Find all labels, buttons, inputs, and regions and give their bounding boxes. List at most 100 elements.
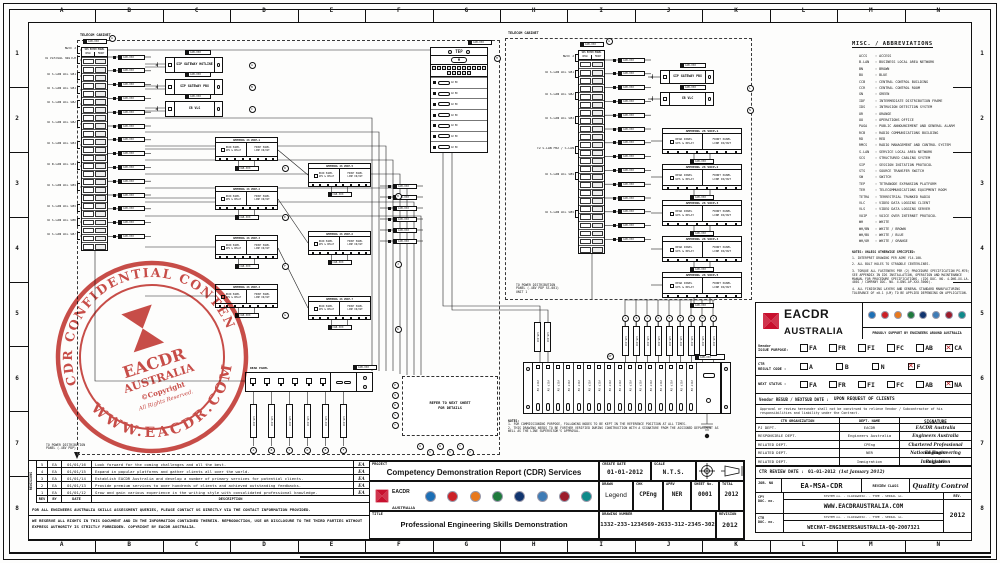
grid-letter: D	[262, 541, 266, 548]
checkbox-icon	[800, 344, 808, 352]
checkbox-icon	[858, 380, 866, 389]
bracket-icon	[575, 69, 578, 78]
partner-logo-icon	[868, 311, 877, 319]
wire-nub	[113, 234, 116, 238]
wire-ref-circle: E	[322, 446, 329, 454]
wire-ref-circle: L	[746, 84, 754, 92]
patch-port-row	[579, 92, 604, 100]
abbreviation-item: BN : BROWN	[859, 66, 890, 71]
wire-ref-circle: A	[605, 37, 613, 45]
partner-logos	[419, 490, 598, 502]
wire-destination-label: TO S-LAN ACC SW2	[46, 121, 76, 124]
cable-tag: CAB-XXX	[468, 40, 492, 45]
partner-logo-icon	[919, 311, 928, 319]
cable-tag: CAB-XXX	[327, 192, 352, 197]
grid-letter: N	[936, 541, 941, 548]
patch-port-row	[579, 60, 604, 68]
ctr-doc-value: WECHAT-ENGINEERSAUSTRALIA-QQ-2007321	[807, 525, 920, 531]
patch-port-row	[82, 65, 107, 73]
bracket-icon	[77, 99, 80, 108]
revision-row: 2 EA 01/01/13 Provide premium services t…	[37, 482, 369, 489]
grid-tick	[9, 151, 28, 153]
cable-tag: CAB-XXX	[118, 82, 145, 88]
rack-card: VOIP GW	[677, 363, 687, 413]
wire-nub	[388, 184, 391, 188]
grid-number: 2	[15, 115, 19, 123]
plug-connector-icon: ◄▎	[650, 73, 655, 79]
job-label: JOB. NO	[756, 479, 782, 492]
wire-ref-circle: H	[394, 192, 402, 200]
telecom-cabinet-boundary	[77, 40, 500, 455]
cable-tag: CAB-XXX	[622, 326, 629, 356]
abbreviations-title: MISC. / ABBREVIATIONS	[852, 41, 933, 48]
patch-port-row	[579, 220, 604, 229]
wire-destination-label: TO S-LAN ACC SW3	[544, 117, 574, 120]
patch-port-row	[82, 217, 107, 226]
patch-port-row	[579, 76, 604, 84]
grid-number: 8	[980, 504, 984, 512]
wire-ref-circle: P	[391, 381, 399, 389]
org-table-row: RELATED DEPT. NER National Engineering R…	[756, 449, 971, 464]
wire-nub	[613, 210, 616, 214]
patch-port-row	[82, 193, 107, 202]
bracket-icon	[77, 231, 80, 240]
bracket-icon	[575, 145, 578, 154]
grid-letter: D	[262, 7, 266, 14]
cable-tag: CAB-XXX	[118, 68, 145, 74]
wire-destination-label: TO S-LAN ACC SW7	[46, 233, 76, 236]
abbreviation-item: SIP : SESSION INITATION PROTOCOL	[859, 162, 933, 167]
bracket-icon	[77, 140, 80, 149]
total-sheets: 2012	[724, 491, 739, 498]
checkbox-icon: ✕	[945, 379, 953, 389]
grid-letter: E	[329, 7, 334, 14]
cable-tag: CAB-XXX	[118, 151, 145, 157]
patch-port-row	[579, 164, 604, 173]
abbreviation-item: TETRA : TERRESTRIAL TRUNKED RADIO	[859, 194, 931, 199]
cable-tag: CAB-XXX	[340, 404, 347, 438]
wire-ref-circle: A	[622, 314, 629, 322]
wire-nub	[613, 237, 616, 241]
grid-number: 3	[15, 180, 19, 188]
device-box: CB VLS	[165, 101, 223, 117]
resub-label: Vendor RESUB / NEXTSUB DATE :	[759, 396, 829, 402]
cable-tag: CAB-XXX	[618, 112, 645, 118]
patch-port-row	[579, 237, 604, 245]
wire-nub	[113, 138, 116, 142]
drawn-cell: DRAWN Legend	[599, 481, 633, 511]
abbreviation-item: VLC : VIDEO DATA LOGGING CLIENT	[859, 200, 931, 205]
cable-tag: CAB-XXX	[666, 326, 673, 356]
cable-tag: CAB-XXX	[690, 159, 714, 164]
vendor-partners-cell: PROUDLY SUPPORT BY ENGINEERS AROUND AUST…	[863, 303, 971, 339]
cable-tag: CAB-XXX	[655, 326, 662, 356]
checkbox-option: N	[871, 363, 885, 371]
bracket-icon	[575, 115, 578, 124]
cable-tag: CAB-XXX	[118, 233, 145, 239]
plug-connector-icon: ◄▎	[155, 61, 160, 67]
patch-port-row	[82, 242, 107, 250]
stamp-logo-icon	[121, 304, 152, 329]
patch-port-row	[82, 113, 107, 121]
wire-nub	[113, 152, 116, 156]
grid-letter: L	[801, 7, 806, 14]
bracket-icon	[77, 45, 80, 54]
bracket-icon	[77, 55, 80, 64]
grid-tick	[162, 9, 164, 22]
rear-panel	[245, 372, 373, 392]
bracket-icon	[77, 182, 80, 191]
wire-nub	[113, 55, 116, 59]
checkbox-option: FR	[829, 381, 846, 389]
wire-destination-label: TO S-LAN ACC SW3	[46, 142, 76, 145]
patch-port-row	[579, 116, 604, 124]
wire-ref-circle: K	[394, 325, 402, 333]
bracket-icon	[575, 53, 578, 62]
cable-tag: CAB-XXX	[544, 322, 551, 352]
cable-tag: CAB-XXX	[618, 98, 645, 104]
patch-port-row	[579, 156, 604, 165]
wire-ref-circle: Q	[391, 391, 399, 399]
org-table-row: RELATED DEPT. Immigration Immigration	[756, 457, 971, 466]
